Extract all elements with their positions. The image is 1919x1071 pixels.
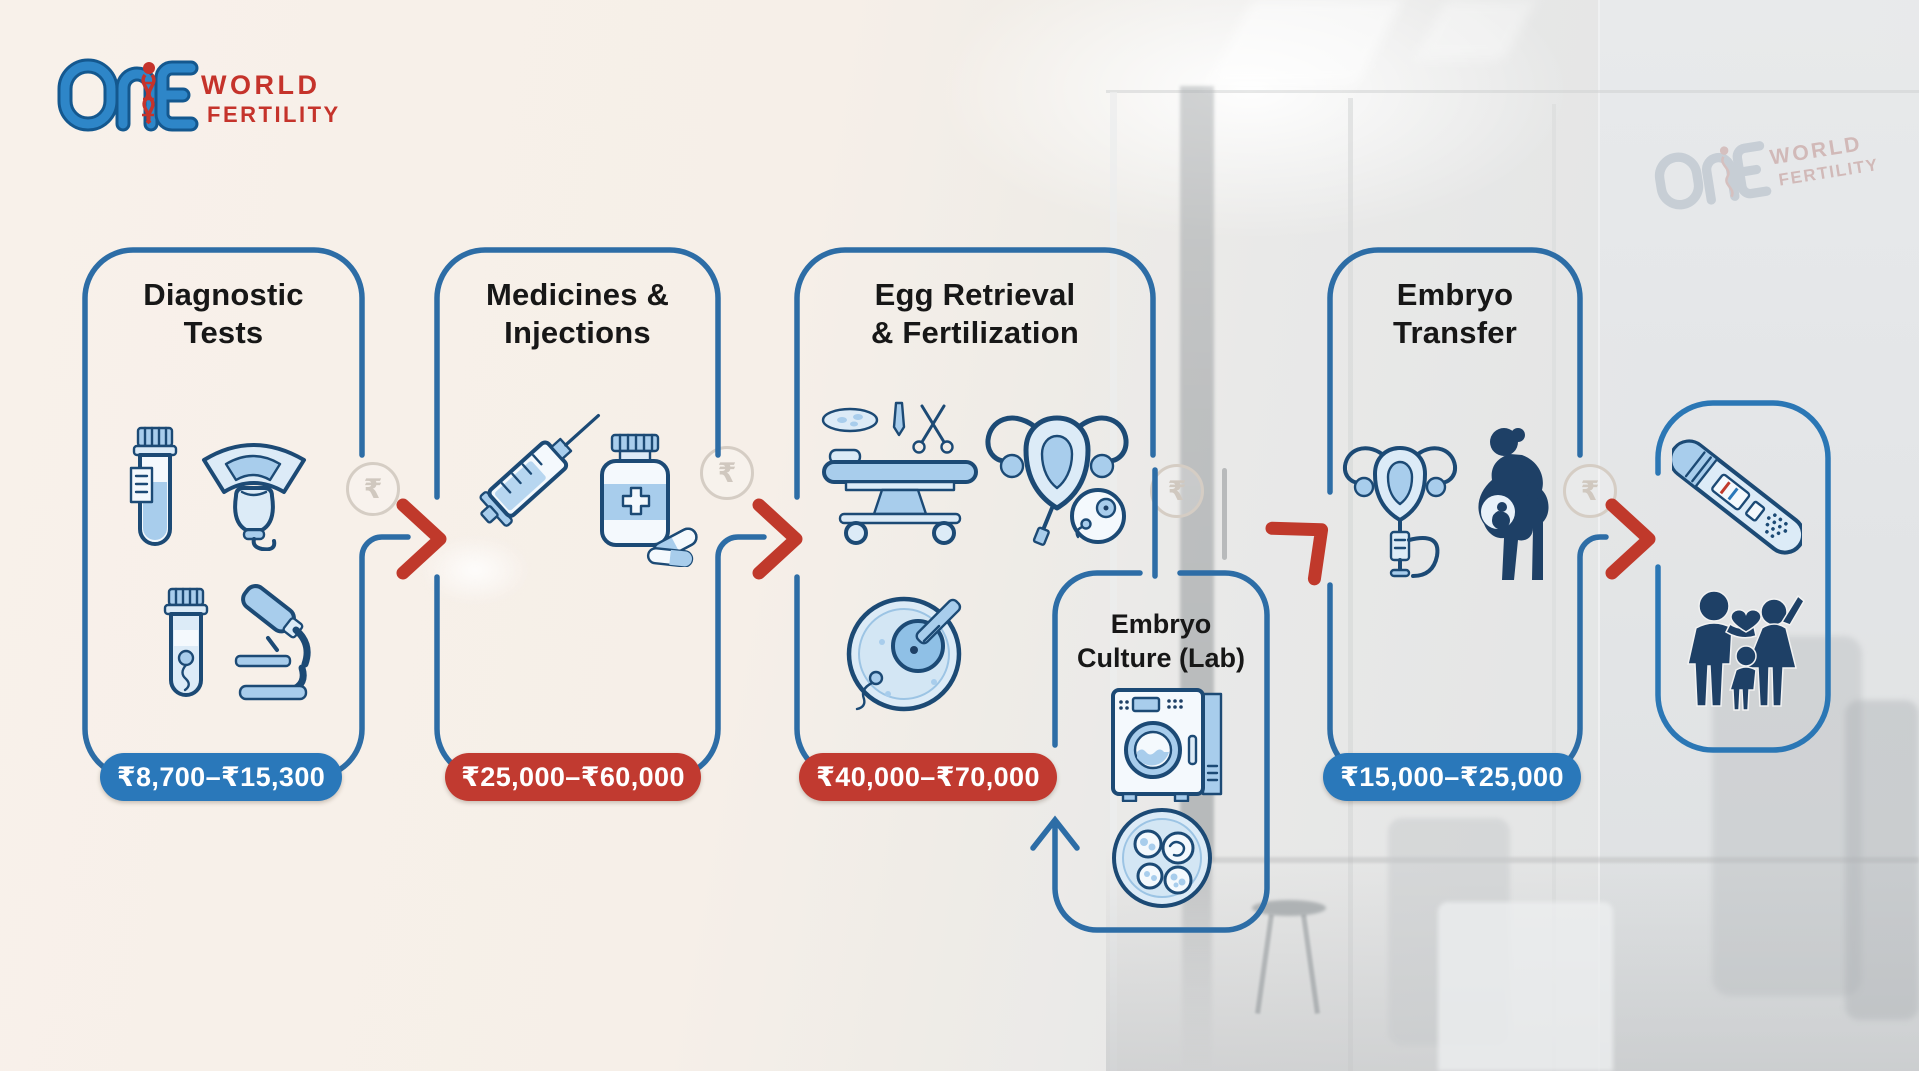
price-text: ₹15,000–₹25,000 [1340, 761, 1564, 792]
rupee-coin-icon: ₹ [346, 462, 400, 516]
uterus-egg-retrieval-icon [985, 415, 1129, 546]
icsi-fertilization-dish-icon [846, 596, 962, 712]
title-line: Embryo [1110, 609, 1212, 639]
price-badge: ₹40,000–₹70,000 [799, 753, 1057, 801]
blood-test-tube-icon [129, 426, 178, 546]
stage-title-embryo-transfer: Embryo Transfer [1330, 276, 1580, 352]
price-badge: ₹25,000–₹60,000 [445, 753, 701, 801]
rupee-coin-icon: ₹ [1563, 464, 1617, 518]
background-door-handle [1222, 468, 1227, 560]
rupee-symbol: ₹ [717, 457, 737, 488]
stage-title-diagnostic: Diagnostic Tests [85, 276, 362, 352]
incubator-icon [1111, 688, 1223, 802]
title-line: Diagnostic [143, 277, 304, 312]
watermark-logo-icon: WORLD FERTILITY [1654, 131, 1880, 210]
background-chair [1845, 700, 1919, 1020]
brand-word2: FERTILITY [207, 102, 341, 127]
outcome-box-outline [1655, 400, 1831, 753]
syringe-icon [479, 413, 601, 527]
stage-title-medicines: Medicines & Injections [437, 276, 718, 352]
title-line: Culture (Lab) [1077, 642, 1245, 673]
rupee-symbol: ₹ [1580, 475, 1600, 506]
uterus-catheter-icon [1342, 446, 1458, 578]
title-line: Tests [183, 314, 264, 350]
price-text: ₹40,000–₹70,000 [816, 761, 1040, 792]
title-line: & Fertilization [871, 314, 1079, 350]
embryo-culture-outline-loop [1030, 570, 1270, 933]
title-line: Embryo [1396, 277, 1514, 312]
flow-arrow-icon [1605, 498, 1656, 580]
price-badge: ₹15,000–₹25,000 [1323, 753, 1581, 801]
operating-table-instruments-icon [821, 401, 978, 545]
background-ceiling-line [1106, 90, 1919, 93]
rupee-symbol: ₹ [363, 473, 383, 504]
rupee-coin-icon: ₹ [1150, 464, 1204, 518]
background-glass-frame [1110, 92, 1117, 1071]
price-badge: ₹8,700–₹15,300 [100, 753, 342, 801]
pregnant-woman-icon [1478, 428, 1549, 580]
flow-arrow-icon [752, 498, 803, 580]
stage-title-egg-retrieval: Egg Retrieval & Fertilization [797, 276, 1153, 352]
glass-watermark-logo: WORLD FERTILITY [1648, 105, 1919, 236]
rupee-coin-icon: ₹ [700, 446, 754, 500]
embryo-petri-dish-icon [1112, 808, 1212, 908]
medicine-bottle-pills-icon [600, 433, 698, 567]
background-glass-frame [1348, 98, 1353, 1071]
background-skirting-line [1180, 857, 1919, 863]
title-line: Egg Retrieval [874, 277, 1076, 312]
price-text: ₹8,700–₹15,300 [116, 761, 326, 792]
microscope-icon [234, 584, 311, 701]
pregnancy-test-icon [1672, 439, 1802, 555]
flow-arrow-icon [396, 498, 447, 580]
semen-sample-tube-icon [163, 587, 209, 697]
background-stool [1252, 900, 1326, 916]
rupee-symbol: ₹ [1167, 475, 1187, 506]
title-line: Injections [504, 314, 651, 350]
title-line: Transfer [1393, 314, 1517, 350]
background-glass-frame [1552, 104, 1556, 1071]
stage-title-embryo-culture: Embryo Culture (Lab) [1055, 608, 1267, 676]
flow-arrow-icon [1265, 521, 1329, 586]
family-icon [1687, 590, 1805, 711]
brand-logo-icon: WORLD FERTILITY [57, 58, 341, 132]
title-line: Medicines & [485, 277, 670, 312]
brand-word1: WORLD [201, 70, 320, 100]
brand-logo: WORLD FERTILITY [55, 48, 415, 153]
ultrasound-probe-icon [202, 443, 306, 551]
background-desk [1438, 902, 1613, 1071]
price-text: ₹25,000–₹60,000 [461, 761, 685, 792]
card-outline-diagnostic [82, 247, 411, 780]
